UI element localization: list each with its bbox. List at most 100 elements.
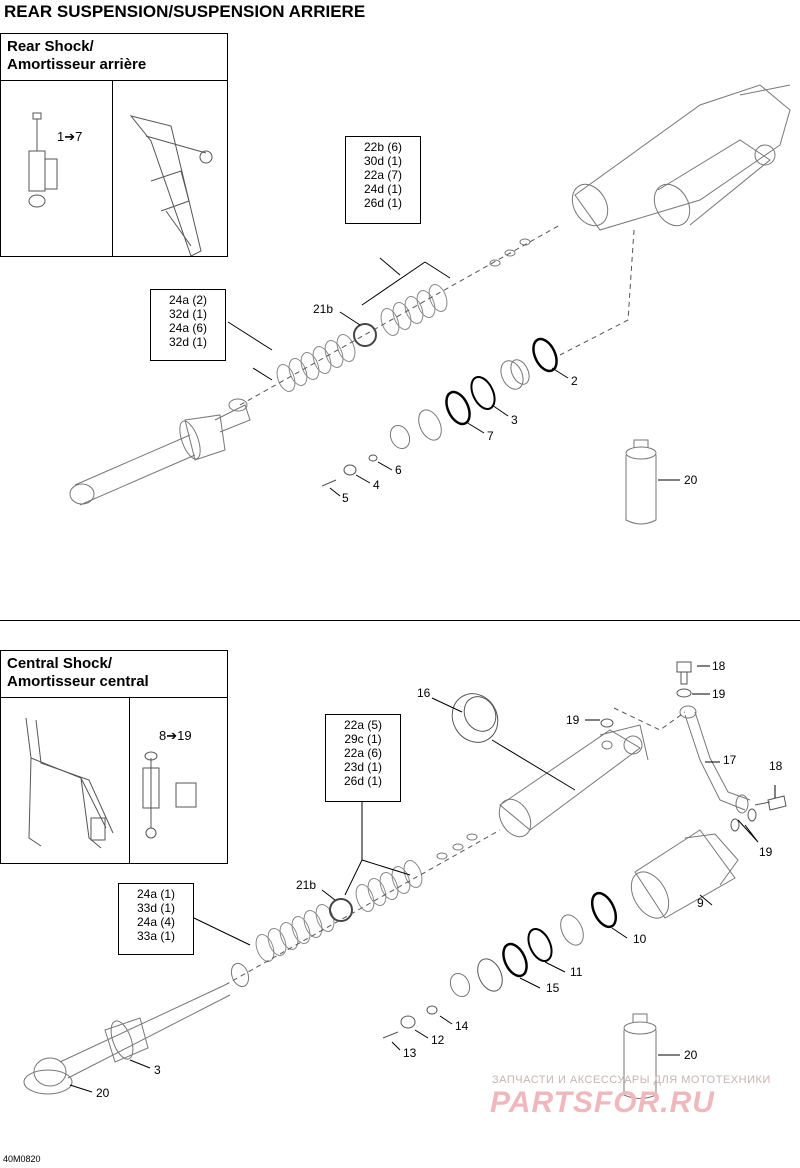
rear-upper-kit-item: 26d (1) — [363, 196, 403, 210]
central-upper-spring-drawing — [355, 860, 423, 912]
central-lower-spring-drawing — [255, 904, 335, 962]
central-washers-drawing — [436, 833, 478, 860]
central-callout-18-right: 18 — [769, 759, 783, 773]
washer-19-top-drawing — [676, 688, 692, 698]
rear-callout-5: 5 — [342, 491, 349, 505]
washer-19-left-drawing — [600, 718, 614, 728]
rear-callout-21b: 21b — [313, 302, 334, 316]
o-ring-7-drawing — [445, 390, 471, 426]
rear-callout-2: 2 — [571, 374, 578, 388]
o-ring-10-drawing — [590, 891, 618, 929]
rear-lower-kit-item: 32d (1) — [168, 307, 208, 321]
rear-callout-20: 20 — [684, 473, 698, 487]
central-oil-bottle-drawing — [623, 1013, 657, 1099]
central-callout-20-bottle: 20 — [684, 1048, 698, 1062]
central-piston-21b-drawing — [329, 898, 353, 922]
rear-axis-line — [239, 224, 561, 406]
rear-oil-bottle-drawing — [625, 439, 657, 525]
central-axis-line — [224, 829, 501, 986]
banjo-bolt-18-top-drawing — [676, 661, 692, 685]
hose-17-drawing — [679, 705, 751, 814]
central-upper-kit-item: 23d (1) — [343, 760, 383, 774]
rear-shock-title-line1: Rear Shock/ — [7, 38, 94, 55]
central-callout-3: 3 — [154, 1063, 161, 1077]
central-piston-body-drawing — [477, 958, 503, 992]
rear-nut-4-drawing — [343, 464, 357, 476]
o-ring-2-drawing — [532, 337, 558, 373]
rear-callout-7: 7 — [487, 429, 494, 443]
rear-lower-kit-label: 24a (2) 32d (1) 24a (6) 32d (1) — [150, 289, 226, 361]
central-callout-9: 9 — [697, 896, 704, 910]
central-shock-inset-illustration — [25, 717, 197, 849]
diagram-code: 40M0820 — [3, 1154, 41, 1164]
central-callout-13: 13 — [403, 1046, 417, 1060]
central-lower-kit-item: 33a (1) — [136, 929, 176, 943]
rear-piston-body-drawing — [500, 359, 530, 390]
central-lower-kit-item: 33d (1) — [136, 901, 176, 915]
central-shim-drawing — [449, 972, 471, 998]
central-callout-12: 12 — [431, 1033, 445, 1047]
o-ring-11-drawing — [527, 928, 553, 962]
central-lower-kit-label: 24a (1) 33d (1) 24a (4) 33a (1) — [118, 883, 194, 955]
rear-inset-box: 1➔7 — [0, 80, 228, 257]
nut-12-drawing — [400, 1015, 416, 1029]
central-shock-title-line2: Amortisseur central — [7, 673, 149, 690]
rear-shock-title-box: Rear Shock/ Amortisseur arrière — [0, 33, 228, 81]
central-valve-drawing — [560, 914, 584, 946]
central-callout-10: 10 — [633, 932, 647, 946]
banjo-bolt-18-right-drawing — [754, 795, 787, 811]
rear-upper-spring-drawing — [380, 284, 448, 336]
rear-upper-kit-item: 30d (1) — [363, 154, 403, 168]
central-upper-kit-item: 22a (6) — [343, 746, 383, 760]
section-divider — [0, 620, 800, 621]
rear-lower-kit-item: 24a (2) — [168, 293, 208, 307]
central-callout-15: 15 — [546, 981, 560, 995]
central-upper-kit-item: 22a (5) — [343, 718, 383, 732]
central-shaft-drawing — [23, 984, 231, 1095]
central-callout-18-top: 18 — [712, 659, 726, 673]
rear-screw-5-drawing — [321, 479, 337, 487]
rear-shock-inset-illustration — [28, 112, 213, 256]
page-title: REAR SUSPENSION/SUSPENSION ARRIERE — [4, 2, 366, 21]
central-callout-19-top: 19 — [712, 687, 726, 701]
rear-upper-kit-item: 22a (7) — [363, 168, 403, 182]
central-shock-title-line1: Central Shock/ — [7, 655, 113, 672]
rear-upper-kit-item: 22b (6) — [363, 140, 403, 154]
rear-reservoir-axis-line — [559, 229, 635, 356]
central-callout-16: 16 — [417, 686, 431, 700]
central-upper-kit-item: 26d (1) — [343, 774, 383, 788]
reservoir-9-drawing — [630, 829, 739, 919]
central-cap-16-drawing — [451, 693, 499, 743]
hose-route-line — [613, 707, 686, 731]
rear-piston-21b-drawing — [353, 323, 377, 347]
central-callout-20-shaft: 20 — [96, 1086, 110, 1100]
rear-callout-6: 6 — [395, 463, 402, 477]
central-callout-14: 14 — [455, 1019, 469, 1033]
central-callout-11: 11 — [570, 965, 583, 979]
rear-shock-housing-drawing — [571, 84, 791, 231]
rear-upper-kit-item: 24d (1) — [363, 182, 403, 196]
rear-callout-3: 3 — [511, 413, 518, 427]
washer-14-drawing — [426, 1005, 438, 1015]
central-callout-17: 17 — [723, 753, 737, 767]
rear-shaft-drawing — [69, 398, 251, 506]
central-shock-title-box: Central Shock/ Amortisseur central — [0, 650, 228, 698]
rear-lower-spring-drawing — [276, 334, 356, 392]
rear-washer-6-drawing — [368, 454, 378, 462]
central-upper-kit-label: 22a (5) 29c (1) 22a (6) 23d (1) 26d (1) — [325, 714, 401, 802]
central-inset-box: 8➔19 — [0, 697, 228, 864]
o-ring-3-drawing — [470, 376, 496, 410]
rear-washers-drawing — [489, 238, 531, 267]
central-callout-19-right: 19 — [759, 845, 773, 859]
rear-upper-kit-label: 22b (6) 30d (1) 22a (7) 24d (1) 26d (1) — [345, 136, 421, 224]
watermark-logo: PARTSFOR.RU — [490, 1086, 715, 1119]
central-callout-21b: 21b — [296, 878, 317, 892]
screw-13-drawing — [382, 1031, 399, 1039]
rear-lower-kit-item: 32d (1) — [168, 335, 208, 349]
o-ring-15-drawing — [502, 942, 528, 978]
rear-shock-title-line2: Amortisseur arrière — [7, 56, 147, 73]
rear-inset-range-label: 1➔7 — [57, 129, 83, 144]
central-inset-range-label: 8➔19 — [159, 728, 192, 743]
central-lower-kit-item: 24a (1) — [136, 887, 176, 901]
